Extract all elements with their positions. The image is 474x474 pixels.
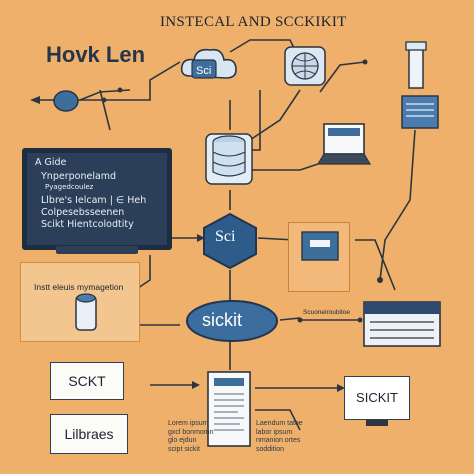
monitor-line-5: Colpesebsseenen <box>41 207 125 218</box>
sickit-box-label: SICKIT <box>356 390 398 405</box>
laptop-icon <box>318 123 372 165</box>
monitor-line-3: Pyagedcoulez <box>45 183 94 191</box>
database-icon <box>205 133 253 185</box>
ellipse-label: sickit <box>202 310 242 330</box>
monitor-line-4: Llbre's Ielcam | ∈ Heh <box>41 195 147 206</box>
diagram-subtitle: Hovk Len <box>46 42 146 67</box>
monitor-stand <box>56 246 138 254</box>
cloud-icon: Sci <box>180 48 237 79</box>
svg-text:Sci: Sci <box>196 65 211 77</box>
document-icon <box>207 371 251 447</box>
hex-label: Sci <box>215 228 236 245</box>
server-rack-icon <box>363 301 441 347</box>
sckt-box: SCKT <box>50 362 124 400</box>
network-node-icon <box>53 90 79 112</box>
page-title: INSTECAL AND SCCKIKIT <box>160 14 347 30</box>
globe-icon <box>284 46 326 86</box>
monitor-line-1: A Gide <box>35 157 67 168</box>
sickit-ellipse <box>186 300 278 342</box>
libraries-box: Lilbraes <box>50 414 128 454</box>
sickit-box: SICKIT <box>344 376 410 420</box>
storage-cylinder-icon <box>75 293 97 331</box>
sci-hexagon <box>203 212 257 270</box>
sckt-box-label: SCKT <box>68 373 106 389</box>
install-label: Instt eleuis mymagetion <box>34 282 124 292</box>
monitor: A Gide Ynperponelamd Pyagedcoulez Llbre'… <box>22 148 172 250</box>
server-icon <box>401 41 439 129</box>
bottom-left-notes: Lorem ipsum gxcl bonmomn glo ejdun scipt… <box>168 420 214 453</box>
monitor-line-2: Ynperponelamd <box>41 171 117 182</box>
monitor-line-6: Scikt Hientcolodtity <box>41 219 134 230</box>
card-icon <box>301 231 339 261</box>
sickit-box-stand <box>366 420 388 426</box>
libraries-box-label: Lilbraes <box>64 426 114 442</box>
right-caption: Scuoneiroubitoe <box>303 309 350 316</box>
bottom-right-notes: Laendum tatoe labor ipsum nmanion ortes … <box>256 420 303 453</box>
